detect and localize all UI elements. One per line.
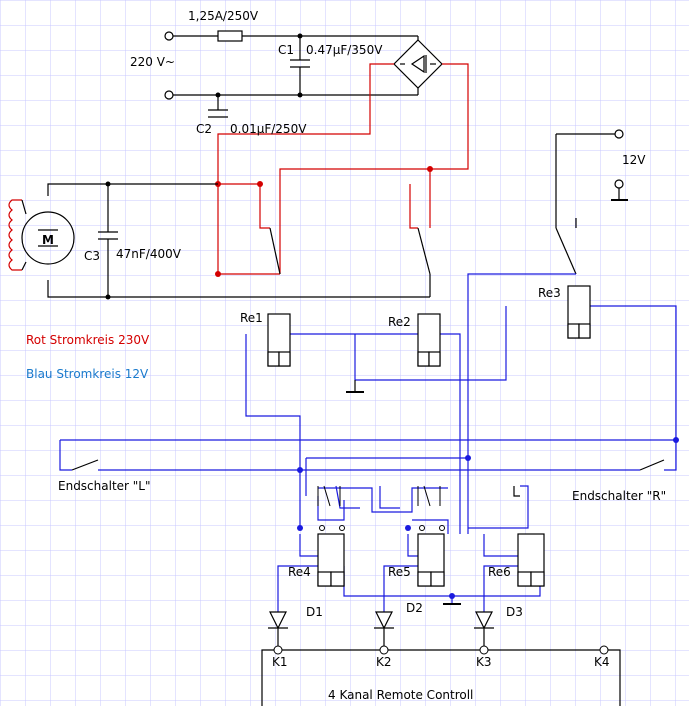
end-switches <box>71 459 665 497</box>
k4-label: K4 <box>594 655 610 669</box>
diode-d2 <box>375 611 393 630</box>
c1-label: C1 <box>278 43 294 57</box>
remote-control-box <box>261 649 621 706</box>
endswitch-right <box>639 459 665 471</box>
mains-input-wiring <box>173 30 628 228</box>
motor-junctions <box>105 181 111 300</box>
terminal-k4 <box>599 645 609 655</box>
labels: 1,25A/250V 220 V~ C1 0.47µF/350V C2 0.01… <box>42 9 666 702</box>
relay-coils-upper <box>267 285 591 367</box>
d3-label: D3 <box>506 605 523 619</box>
mains-terminal-bottom <box>164 90 174 100</box>
re6-label: Re6 <box>488 565 511 579</box>
c3-value: 47nF/400V <box>116 247 182 261</box>
diode-d1 <box>269 611 287 630</box>
terminals <box>164 31 624 189</box>
control-circuit-12v <box>59 273 677 612</box>
d2-label: D2 <box>406 601 423 615</box>
re3-label: Re3 <box>538 286 561 300</box>
fuse-label: 1,25A/250V <box>188 9 259 23</box>
re1-label: Re1 <box>240 311 263 325</box>
mains-junctions <box>215 33 303 98</box>
terminal-k1 <box>273 645 283 655</box>
supply12-terminal-plus <box>614 129 624 139</box>
relay-coils-lower <box>317 533 545 587</box>
changeover-contacts <box>317 485 445 531</box>
remote-terminals <box>273 645 609 655</box>
motor-branch <box>8 183 577 298</box>
c3-label: C3 <box>84 249 100 263</box>
mains-label: 220 V~ <box>130 55 175 69</box>
endswitch-left-label: Endschalter "L" <box>58 479 151 493</box>
power-circuit-230v <box>217 63 469 275</box>
c2-label: C2 <box>196 122 212 136</box>
ground-symbols <box>346 380 461 605</box>
control-junctions <box>297 437 679 599</box>
supply12-label: 12V <box>622 153 646 167</box>
c1-value: 0.47µF/350V <box>306 43 383 57</box>
fuse-symbol <box>217 30 243 42</box>
terminal-k3 <box>479 645 489 655</box>
legend-blue: Blau Stromkreis 12V <box>26 367 149 381</box>
re2-label: Re2 <box>388 315 411 329</box>
supply12-terminal-minus <box>614 179 624 189</box>
k1-label: K1 <box>272 655 288 669</box>
diodes <box>268 611 494 650</box>
endswitch-right-label: Endschalter "R" <box>572 489 666 503</box>
terminal-k2 <box>379 645 389 655</box>
d1-label: D1 <box>306 605 323 619</box>
endswitch-left <box>71 459 99 471</box>
k2-label: K2 <box>376 655 392 669</box>
legend-red: Rot Stromkreis 230V <box>26 333 150 347</box>
diode-d3 <box>475 611 493 630</box>
k3-label: K3 <box>476 655 492 669</box>
mains-terminal-top <box>164 31 174 41</box>
c2-value: 0.01µF/250V <box>230 122 307 136</box>
re4-label: Re4 <box>288 565 311 579</box>
motor-label: M <box>42 233 54 247</box>
remote-label: 4 Kanal Remote Controll <box>328 688 473 702</box>
re5-label: Re5 <box>388 565 411 579</box>
